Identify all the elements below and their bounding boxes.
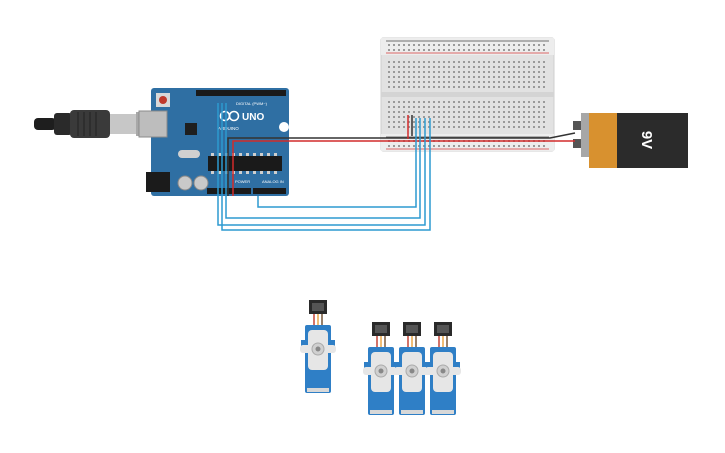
wire-signal-3 (225, 103, 421, 219)
arduino-logo-icon (219, 110, 240, 122)
servo-group[interactable] (300, 300, 461, 415)
wire-signal-1 (217, 103, 426, 226)
battery-voltage-label: 9V (638, 131, 655, 149)
usb-cable-icon[interactable] (34, 110, 154, 138)
wires[interactable] (217, 103, 576, 231)
arduino-brand-label: ARDUINO (218, 126, 239, 131)
servo-icon[interactable] (394, 322, 430, 415)
arduino-analog-label: ANALOG IN (262, 179, 284, 184)
arduino-model-label: UNO (242, 112, 264, 123)
arduino-uno-board[interactable]: UNO ARDUINO DIGITAL (PWM~) POWER ANALOG … (138, 88, 289, 196)
arduino-power-label: POWER (235, 179, 250, 184)
wire-signal-2 (221, 103, 431, 231)
servo-icon[interactable] (300, 300, 336, 393)
servo-icon[interactable] (363, 322, 399, 415)
wire-signal-4 (257, 118, 417, 208)
wire-power (232, 140, 575, 196)
breadboard-icon[interactable] (380, 37, 555, 152)
wire-ground (227, 132, 576, 196)
battery-icon[interactable]: 9V (573, 113, 688, 168)
servo-icon[interactable] (425, 322, 461, 415)
arduino-digital-label: DIGITAL (PWM~) (236, 101, 268, 106)
